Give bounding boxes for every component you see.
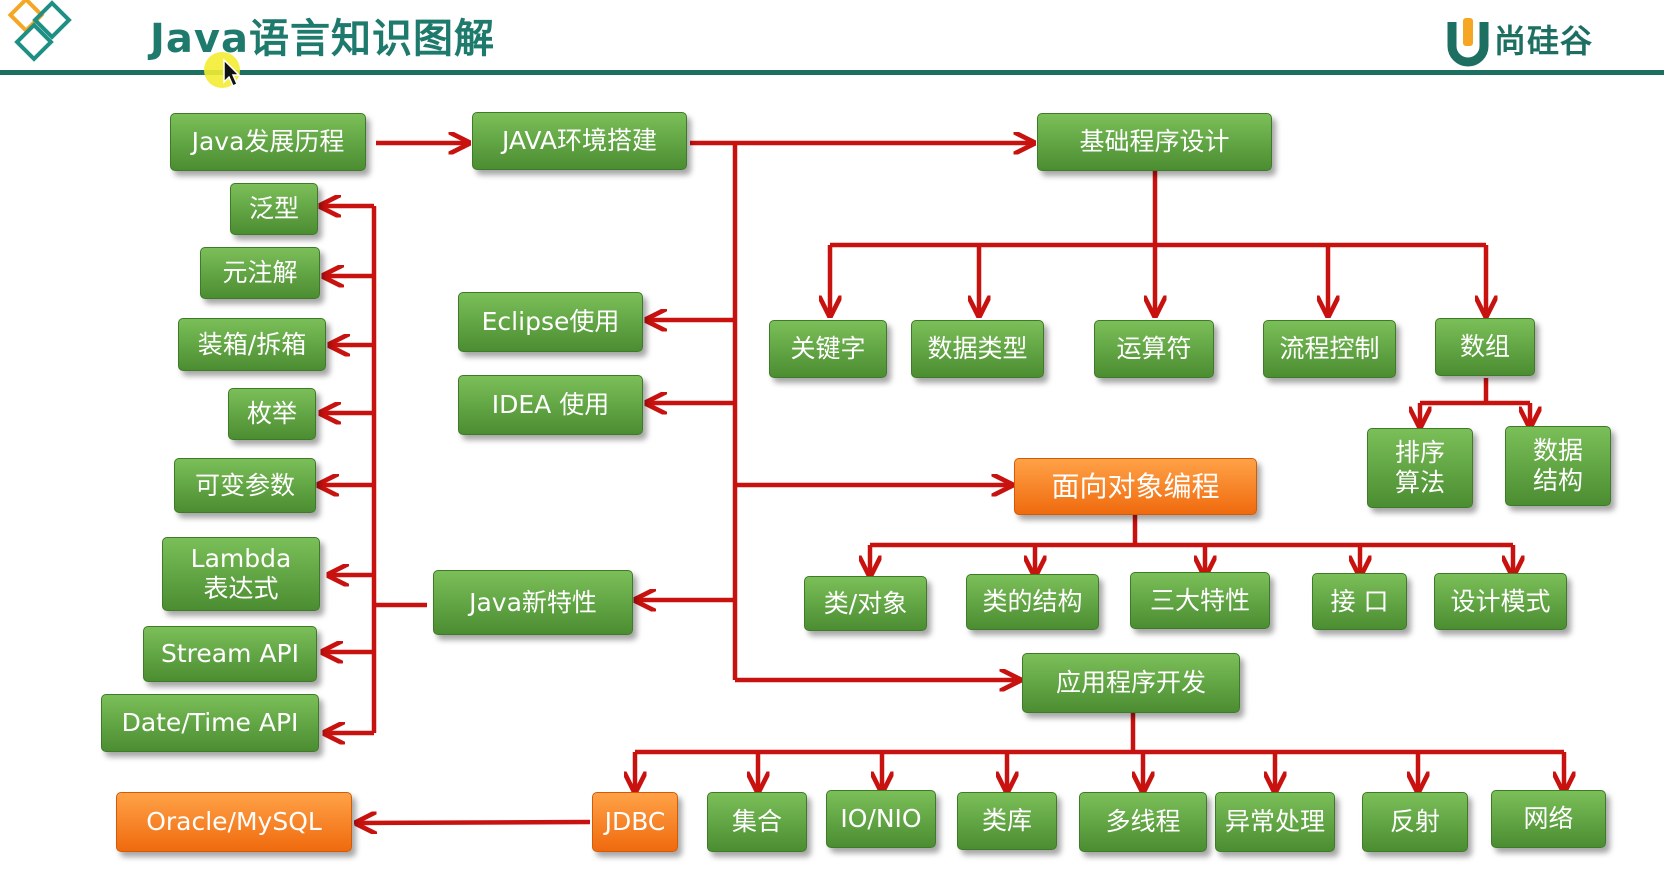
node-jdbc: JDBC xyxy=(592,792,678,852)
node-data-types: 数据类型 xyxy=(911,320,1044,378)
node-annotations: 元注解 xyxy=(200,247,320,299)
node-oop: 面向对象编程 xyxy=(1014,458,1257,515)
node-eclipse: Eclipse使用 xyxy=(458,292,643,352)
node-keywords: 关键字 xyxy=(769,320,887,378)
diamond-logo-icon xyxy=(7,0,72,62)
mouse-cursor-icon xyxy=(204,52,241,88)
node-arrays: 数组 xyxy=(1435,318,1535,376)
node-enums: 枚举 xyxy=(228,388,316,440)
header-divider xyxy=(0,70,1664,75)
node-app-dev: 应用程序开发 xyxy=(1022,653,1240,713)
node-class-library: 类库 xyxy=(957,792,1057,850)
brand-logo: 尚硅谷 xyxy=(1444,10,1634,70)
node-data-structures: 数据 结构 xyxy=(1505,426,1611,506)
node-sort-algorithms: 排序 算法 xyxy=(1367,428,1473,508)
node-design-patterns: 设计模式 xyxy=(1434,573,1567,630)
node-basic-programming: 基础程序设计 xyxy=(1037,113,1272,171)
node-interface: 接 口 xyxy=(1312,573,1407,630)
node-multithreading: 多线程 xyxy=(1079,792,1207,852)
node-boxing: 装箱/拆箱 xyxy=(178,318,326,371)
node-three-features: 三大特性 xyxy=(1130,572,1270,629)
node-java-env: JAVA环境搭建 xyxy=(472,112,687,170)
node-flow-control: 流程控制 xyxy=(1263,320,1396,378)
page-title: Java语言知识图解 xyxy=(150,16,495,62)
node-exceptions: 异常处理 xyxy=(1215,792,1335,852)
node-stream-api: Stream API xyxy=(143,626,317,682)
node-io-nio: IO/NIO xyxy=(826,790,936,848)
node-operators: 运算符 xyxy=(1094,320,1214,378)
node-java-new-features: Java新特性 xyxy=(433,570,633,635)
slide-header: Java语言知识图解 尚硅谷 xyxy=(0,0,1664,78)
node-networking: 网络 xyxy=(1491,790,1606,848)
node-class-structure: 类的结构 xyxy=(966,574,1099,630)
node-class-object: 类/对象 xyxy=(804,576,927,631)
node-lambda: Lambda 表达式 xyxy=(162,537,320,611)
node-java-history: Java发展历程 xyxy=(170,113,366,171)
node-oracle-mysql: Oracle/MySQL xyxy=(116,792,352,852)
node-reflection: 反射 xyxy=(1362,792,1468,852)
brand-name: 尚硅谷 xyxy=(1494,22,1594,60)
brand-u-icon xyxy=(1447,18,1489,67)
node-collections: 集合 xyxy=(707,792,807,852)
node-generics: 泛型 xyxy=(230,183,318,235)
node-datetime-api: Date/Time API xyxy=(101,694,319,752)
node-varargs: 可变参数 xyxy=(174,458,316,513)
node-idea: IDEA 使用 xyxy=(458,375,643,435)
